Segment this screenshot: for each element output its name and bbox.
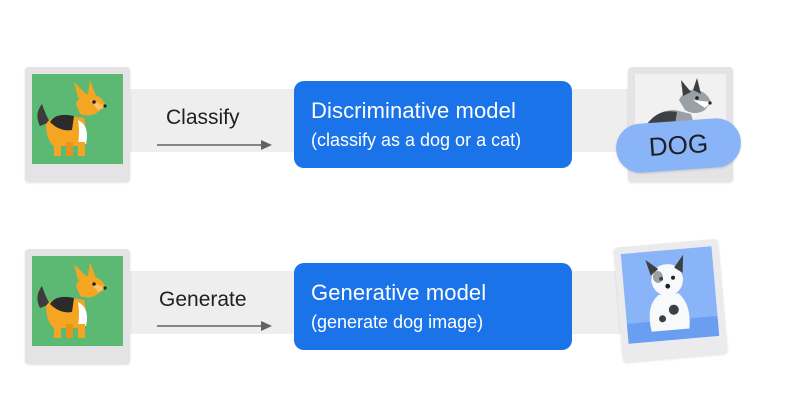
generative-model-box: Generative model (generate dog image) xyxy=(294,263,572,350)
input-image-card-2 xyxy=(25,249,130,364)
discriminative-model-box: Discriminative model (classify as a dog … xyxy=(294,81,572,168)
discriminative-model-subtitle: (classify as a dog or a cat) xyxy=(311,130,522,150)
generate-label: Generate xyxy=(159,288,247,311)
arrow-right-icon xyxy=(157,140,272,150)
corgi-dog-icon xyxy=(37,262,107,338)
discriminative-model-title: Discriminative model xyxy=(311,98,516,123)
generative-model-title: Generative model xyxy=(311,280,487,305)
generated-photo xyxy=(620,246,720,344)
generated-image-card xyxy=(613,238,728,363)
input-image-card xyxy=(25,67,130,182)
classify-label: Classify xyxy=(166,106,240,129)
input-photo-2 xyxy=(32,256,123,346)
generative-model-subtitle: (generate dog image) xyxy=(311,312,484,332)
corgi-dog-icon xyxy=(37,80,107,156)
input-photo xyxy=(32,74,123,164)
arrow-right-icon xyxy=(157,321,272,331)
classification-result-badge: DOG xyxy=(614,116,743,175)
spotted-dog-icon xyxy=(626,254,720,344)
